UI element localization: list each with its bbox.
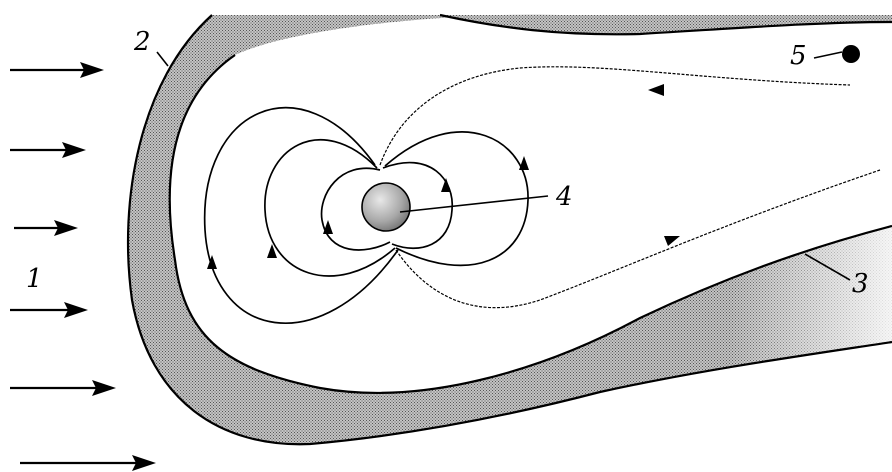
up-arrow-icon [519,156,529,170]
planet [362,183,410,231]
up-arrow-icon [441,178,451,192]
tail-line-upper [380,67,850,165]
satellite [842,45,860,63]
wind-arrow-icon [10,142,86,158]
label-solar-wind: 1 [26,264,43,294]
leader-planet [400,196,548,212]
left-arrow-icon [648,84,664,96]
leader-satellite [814,52,842,58]
label-planet: 4 [555,182,573,212]
wind-arrow-icon [10,62,104,78]
leader-bow-shock [157,52,168,66]
wind-arrow-icon [10,302,88,318]
wind-arrow-icon [10,380,116,396]
label-bow-shock: 2 [133,27,151,57]
label-magnetopause: 3 [852,269,869,299]
magnetosheath [128,15,892,445]
wind-arrow-icon [14,220,78,236]
label-satellite: 5 [790,41,807,71]
wind-arrow-icon [20,455,156,471]
